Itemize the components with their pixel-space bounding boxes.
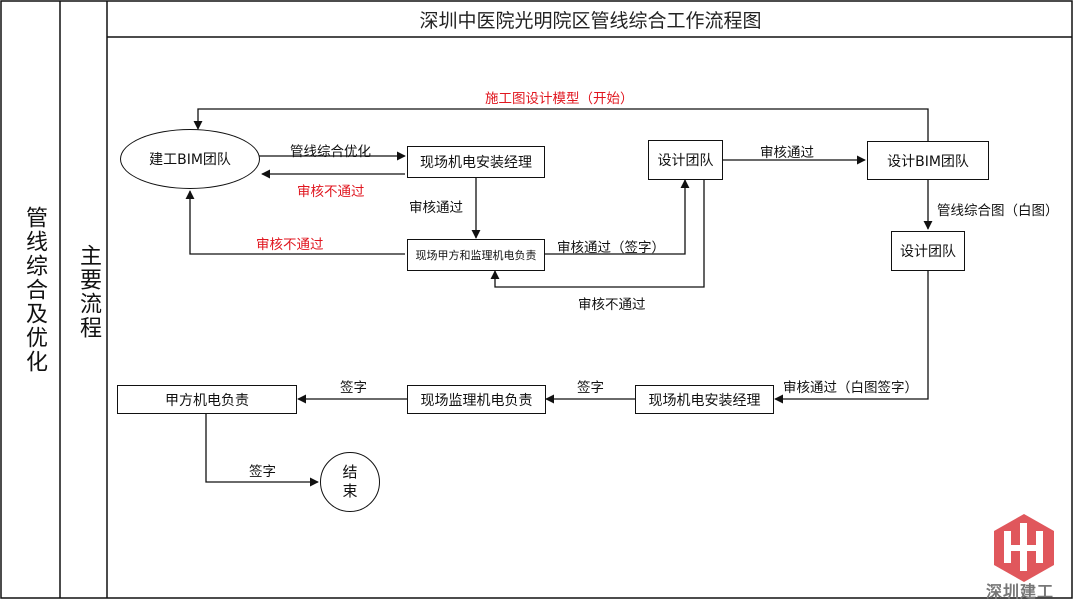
node-site-supervisor: 现场监理机电负责	[407, 385, 546, 414]
label-approve-2: 审核通过	[760, 145, 814, 161]
node-design-bim-team: 设计BIM团队	[867, 141, 989, 180]
edge-reject-3	[490, 180, 705, 288]
label-reject-2: 审核不通过	[256, 237, 324, 253]
label-reject-1: 审核不通过	[297, 184, 365, 200]
node-end: 结束	[320, 452, 380, 512]
edge-sign-3	[205, 413, 319, 487]
label-reject-3: 审核不通过	[578, 297, 646, 313]
node-design-team-right: 设计团队	[891, 231, 965, 271]
edge-start-model	[193, 108, 929, 141]
node-owner-me: 甲方机电负责	[117, 385, 297, 414]
company-logo-icon	[994, 514, 1054, 582]
column-label-main-process: 主要流程	[76, 244, 101, 340]
label-start-model: 施工图设计模型（开始）	[485, 91, 634, 107]
edge-approve-sign	[545, 179, 690, 255]
node-site-me-manager-bottom: 现场机电安装经理	[635, 385, 774, 414]
label-sign-2: 签字	[340, 380, 367, 396]
label-approve-sign: 审核通过（签字）	[557, 240, 665, 256]
label-optimize: 管线综合优化	[290, 144, 371, 160]
label-approve-1: 审核通过	[409, 200, 463, 216]
node-design-team-top: 设计团队	[648, 140, 723, 180]
label-white-drawing: 管线综合图（白图）	[937, 203, 1059, 219]
edge-approve-white-sign	[774, 271, 929, 404]
node-bim-team: 建工BIM团队	[120, 129, 260, 189]
page-title: 深圳中医院光明院区管线综合工作流程图	[419, 10, 762, 32]
edge-reject-2	[185, 190, 405, 255]
column-label-pipeline: 管线综合及优化	[22, 206, 47, 374]
node-site-me-manager-top: 现场机电安装经理	[407, 146, 545, 178]
company-logo-text: 深圳建工	[986, 582, 1055, 601]
node-owner-supervisor: 现场甲方和监理机电负责	[407, 239, 545, 271]
label-approve-white-sign: 审核通过（白图签字）	[783, 380, 918, 396]
label-sign-3: 签字	[249, 464, 276, 480]
label-sign-1: 签字	[577, 380, 604, 396]
